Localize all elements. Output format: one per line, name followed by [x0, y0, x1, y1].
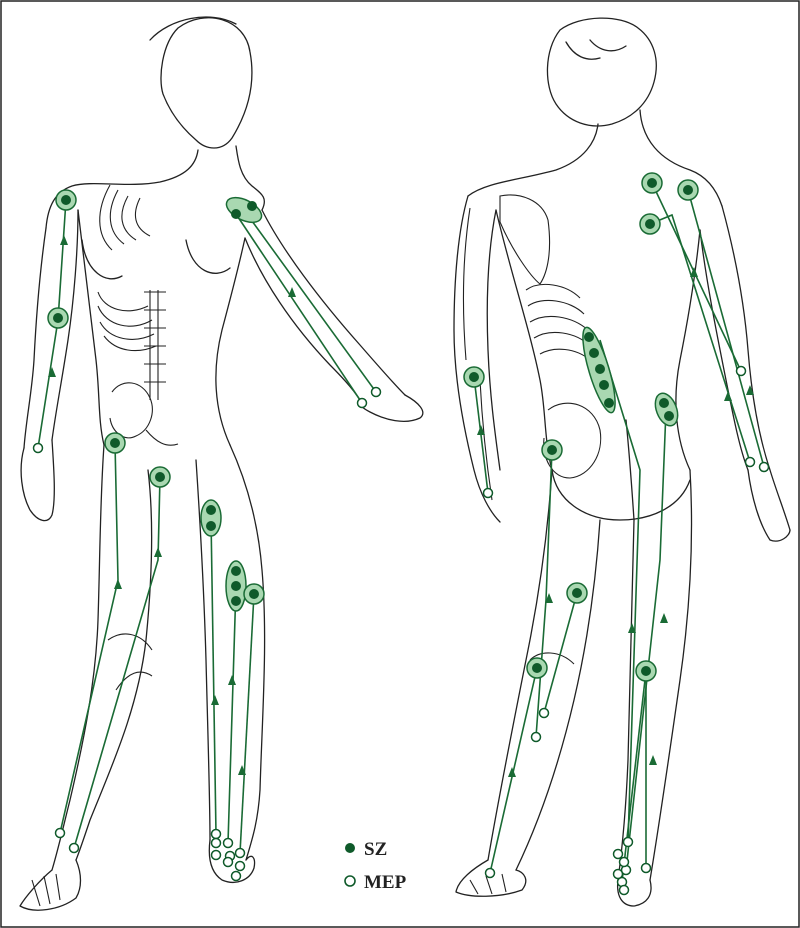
mep-circle	[760, 463, 769, 472]
sz-dot	[247, 201, 257, 211]
sz-dot	[595, 364, 605, 374]
sz-dot	[206, 505, 216, 515]
mep-circle	[56, 829, 65, 838]
sz-dot	[645, 219, 655, 229]
mep-circle	[358, 399, 367, 408]
legend-mep-label: MEP	[364, 872, 407, 893]
sz-dot	[599, 380, 609, 390]
sz-dot	[604, 398, 614, 408]
mep-circle	[620, 858, 629, 867]
sz-dot	[206, 521, 216, 531]
mep-circle	[372, 388, 381, 397]
mep-circle	[540, 709, 549, 718]
mep-circle	[620, 886, 629, 895]
sz-dot	[231, 581, 241, 591]
sz-dot	[572, 588, 582, 598]
mep-circle	[34, 444, 43, 453]
mep-circle	[484, 489, 493, 498]
sz-dot	[469, 372, 479, 382]
mep-circle	[212, 830, 221, 839]
sz-dot	[231, 566, 241, 576]
sz-dot	[647, 178, 657, 188]
sz-dot	[53, 313, 63, 323]
mep-circle	[746, 458, 755, 467]
mep-circle	[624, 838, 633, 847]
sz-dot	[249, 589, 259, 599]
mep-circle	[642, 864, 651, 873]
mep-circle	[224, 858, 233, 867]
sz-dot	[659, 398, 669, 408]
sz-dot	[231, 209, 241, 219]
sz-dot	[532, 663, 542, 673]
legend-sz-label: SZ	[364, 839, 387, 860]
mep-circle	[232, 872, 241, 881]
sz-dot	[231, 596, 241, 606]
sz-dot	[641, 666, 651, 676]
mep-circle	[236, 849, 245, 858]
sz-dot	[584, 332, 594, 342]
mep-circle	[614, 850, 623, 859]
mep-circle	[212, 851, 221, 860]
legend-sz-marker	[345, 843, 355, 853]
legend-mep-marker	[345, 876, 355, 886]
sz-dot	[61, 195, 71, 205]
mep-circle	[532, 733, 541, 742]
mep-circle	[236, 862, 245, 871]
mep-circle	[70, 844, 79, 853]
sz-dot	[110, 438, 120, 448]
mep-circle	[486, 869, 495, 878]
mep-circle	[737, 367, 746, 376]
sz-dot	[155, 472, 165, 482]
sz-dot	[683, 185, 693, 195]
sz-dot	[547, 445, 557, 455]
mep-circle	[224, 839, 233, 848]
sz-dot	[664, 411, 674, 421]
mep-circle	[614, 870, 623, 879]
mep-circle	[212, 839, 221, 848]
sz-dot	[589, 348, 599, 358]
